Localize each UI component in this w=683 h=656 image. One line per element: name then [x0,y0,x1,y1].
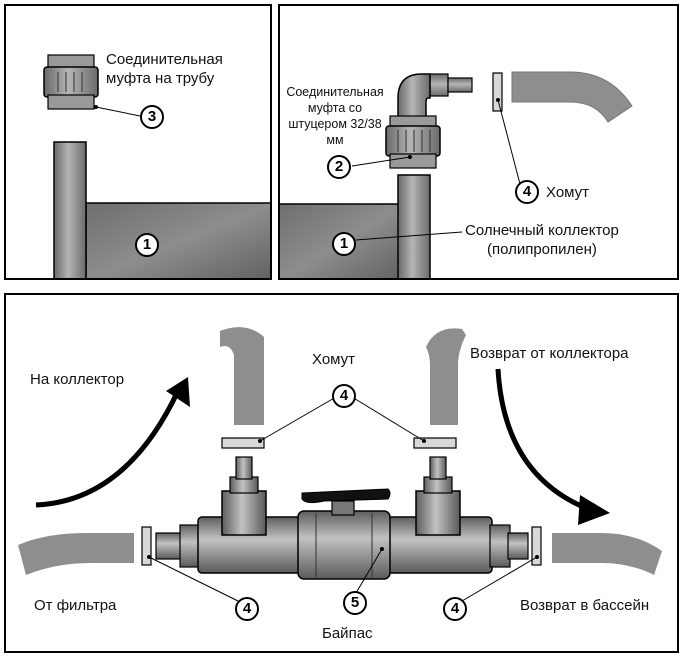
clamp-right [531,526,542,566]
callout-1: 1 [135,233,159,257]
arrow-return [495,368,589,512]
bypass-assembly [155,456,529,580]
panel-left-drawing [43,54,270,278]
collector-pipe [53,141,87,278]
label-bypass: Байпас [322,625,373,642]
collector-label: Солнечный коллектор (полипропилен) [465,222,619,258]
callout-2: 2 [327,155,351,179]
label-return-to-pool: Возврат в бассейн [520,597,650,614]
callout-4-left: 4 [235,597,259,621]
callout-4-top: 4 [332,384,356,408]
label-return-from-collector: Возврат от коллектора [470,345,629,362]
label-from-filter: От фильтра [34,597,117,614]
coupling-label: Соединительная муфта на трубу [106,51,223,87]
hose [511,71,633,123]
clamp [492,72,503,112]
label-to-collector: На коллектор [30,371,125,388]
panel-bypass-assembly: На коллектор Хомут Возврат от коллектора… [4,293,679,653]
panel-bottom-drawing [18,327,662,602]
pipe-coupling [43,54,99,110]
callout-3: 3 [140,105,164,129]
hose-to-collector [220,327,264,425]
collector-body [85,202,270,278]
clamp-top-left [221,437,265,449]
clamp-label: Хомут [546,184,590,201]
collector-pipe [397,174,431,278]
callout-4-right: 4 [443,597,467,621]
fitting-label: Соединительная муфта со штуцером 32/38 м… [286,85,384,147]
label-clamp: Хомут [312,351,356,368]
clamp-left [141,526,152,566]
clamp-top-right [413,437,457,449]
callout-5: 5 [343,591,367,615]
callout-1: 1 [332,232,356,256]
panel-fitting-coupling: Соединительная муфта со штуцером 32/38 м… [278,4,679,280]
panel-pipe-coupling: Соединительная муфта на трубу 3 1 [4,4,272,280]
arrow-to-collector-head [166,377,190,407]
hose-return-collector [426,328,466,425]
hose-to-pool [552,533,662,575]
elbow-fitting [385,73,473,169]
callout-4: 4 [515,180,539,204]
hose-from-filter [18,533,134,575]
arrow-to-collector [35,389,181,508]
arrow-return-head [578,495,610,525]
